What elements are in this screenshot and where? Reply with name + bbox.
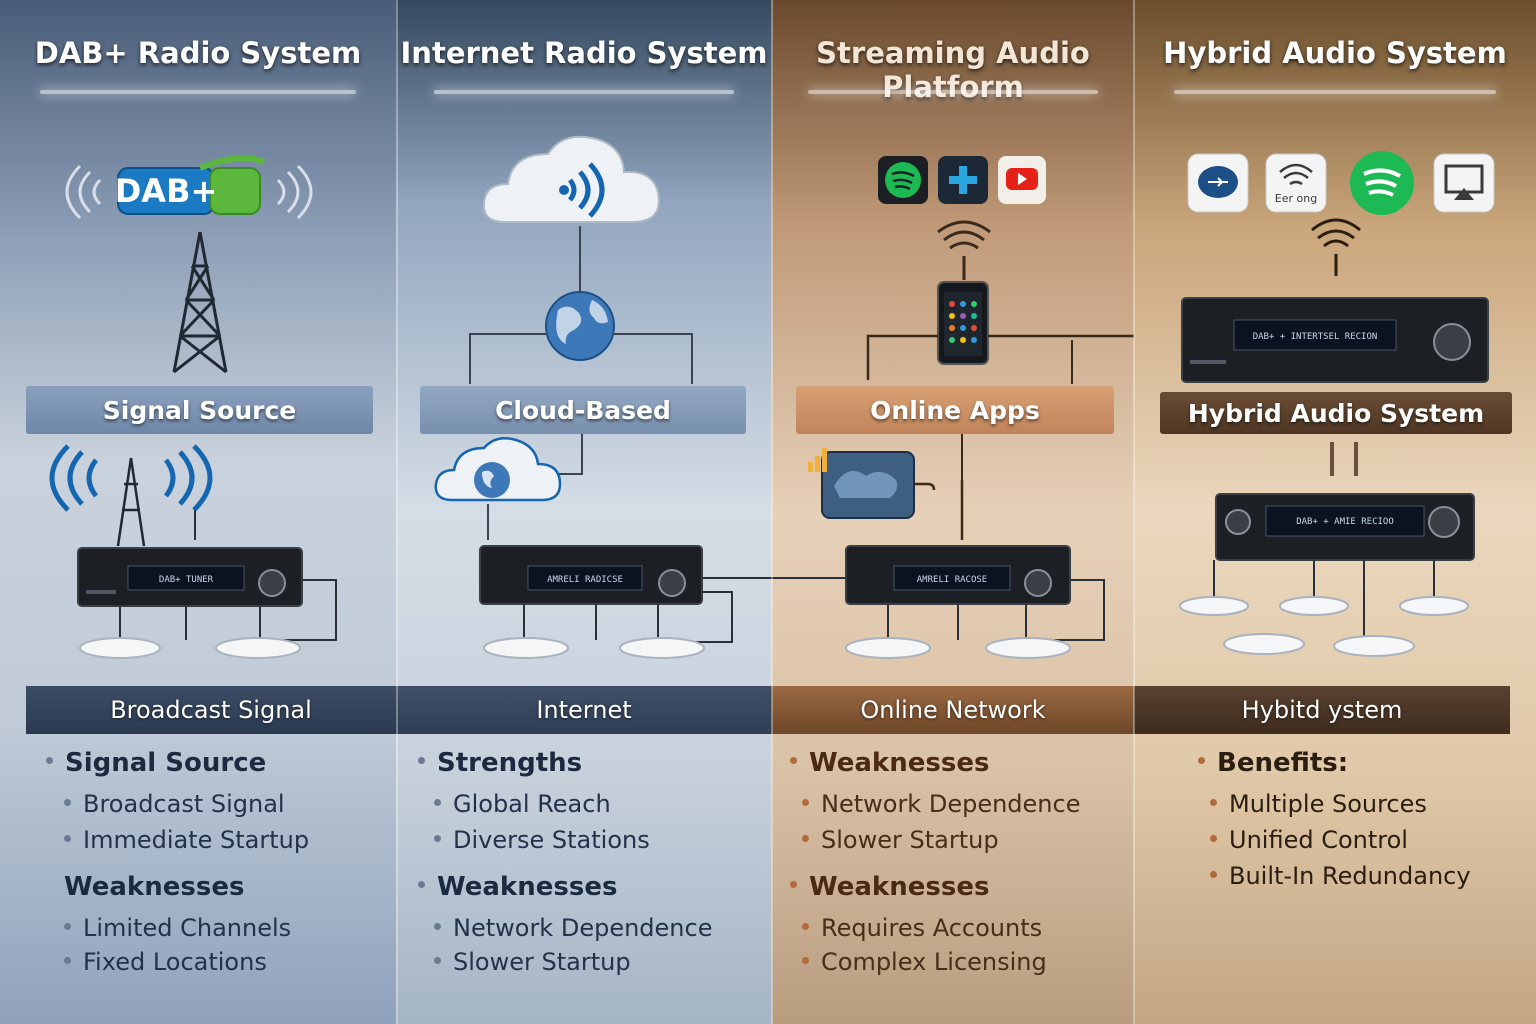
radio-display-text: AMRELI RADICSE — [547, 575, 623, 585]
list-item: Built-In Redundancy — [1210, 862, 1471, 890]
spotify-app-icon — [1350, 151, 1414, 215]
streaming-illustration: AMRELI RACOSE — [772, 156, 1134, 659]
broadcast-signal-band: Broadcast Signal — [26, 686, 396, 734]
list-heading: Benefits: — [1198, 748, 1348, 778]
column-divider — [396, 0, 398, 1024]
online-network-band: Online Network — [772, 686, 1134, 734]
list-item: Fixed Locations — [64, 948, 267, 976]
hybrid-illustration: Eer ong DAB+ + INTERTSEL RECION — [1179, 151, 1495, 657]
column-divider — [771, 0, 773, 1024]
list-item: Immediate Startup — [64, 826, 309, 854]
list-item: Slower Startup — [434, 948, 631, 976]
list-item: Complex Licensing — [802, 948, 1047, 976]
list-item: Limited Channels — [64, 914, 291, 942]
hybrid-display-text: DAB+ + INTERTSEL RECION — [1253, 332, 1378, 342]
airplay-icon — [1433, 153, 1495, 213]
column-hybrid-system: Hybrid Audio System Eer ong — [1134, 0, 1536, 1024]
list-item: Requires Accounts — [802, 914, 1042, 942]
youtube-app-icon — [998, 156, 1046, 204]
hybrid-receiver-icon — [1181, 297, 1489, 383]
wifi-icon — [937, 220, 991, 280]
list-item: Slower Startup — [802, 826, 999, 854]
radio-device-icon — [479, 545, 703, 605]
chat-app-icon — [1187, 153, 1249, 213]
column-title: Hybrid Audio System — [1163, 36, 1507, 70]
wifi-icon — [1311, 218, 1361, 276]
list-heading: Weaknesses — [64, 872, 245, 902]
list-item: Network Dependence — [434, 914, 712, 942]
list-heading: Weaknesses — [790, 748, 989, 778]
column-title: Internet Radio System — [400, 36, 768, 70]
column-title: DAB+ Radio System — [34, 36, 362, 70]
column-title: Streaming Audio Platform — [816, 36, 1090, 104]
title-underline — [433, 90, 735, 94]
dab-badge-label: DAB+ — [115, 172, 218, 210]
cloud-based-label: Cloud-Based — [420, 386, 746, 434]
speaker-icon — [483, 604, 705, 659]
list-item: Network Dependence — [802, 790, 1080, 818]
speaker-icon — [79, 579, 337, 659]
antenna-waves-icon — [49, 444, 213, 547]
spotify-app-icon — [878, 156, 928, 204]
phone-icon — [937, 281, 989, 365]
signal-source-label: Signal Source — [26, 386, 373, 434]
plus-app-icon — [938, 156, 988, 204]
wifi-app-label: Eer ong — [1275, 192, 1317, 205]
list-heading: Weaknesses — [790, 872, 989, 902]
column-streaming-platform: Streaming Audio Platform — [772, 0, 1134, 1024]
wifi-app-icon — [1265, 153, 1327, 213]
hybrid-system-band: Hybitd ystem — [1134, 686, 1510, 734]
hybrid-tuner-display-text: DAB+ + AMIE RECIOO — [1296, 517, 1394, 527]
list-heading: Weaknesses — [418, 872, 617, 902]
tuner-device-icon — [77, 547, 303, 607]
column-dab-radio: DAB+ Radio System DAB+ — [0, 0, 396, 1024]
streamer-display-text: AMRELI RACOSE — [917, 575, 987, 585]
online-apps-label: Online Apps — [796, 386, 1114, 434]
tuner-display-text: DAB+ TUNER — [159, 575, 214, 585]
cloud-globe-icon — [434, 437, 562, 502]
list-heading: Strengths — [418, 748, 582, 778]
cloud-wifi-icon — [482, 135, 660, 223]
list-item: Multiple Sources — [1210, 790, 1427, 818]
streamer-device-icon — [845, 545, 1071, 605]
broadcast-tower-icon — [172, 231, 228, 374]
globe-icon — [545, 291, 615, 361]
dab-illustration: DAB+ — [49, 155, 337, 659]
list-heading: Signal Source — [46, 748, 266, 778]
internet-band: Internet — [396, 686, 772, 734]
list-item: Diverse Stations — [434, 826, 650, 854]
dab-badge-icon — [65, 155, 313, 220]
hybrid-tuner-icon — [1215, 493, 1475, 561]
title-underline — [39, 90, 357, 94]
title-underline — [808, 90, 1098, 94]
speaker-icon — [1179, 560, 1469, 657]
internet-radio-illustration: AMRELI RADICSE — [434, 135, 772, 659]
column-divider — [1133, 0, 1135, 1024]
title-underline — [1174, 90, 1496, 94]
list-item: Broadcast Signal — [64, 790, 285, 818]
column-internet-radio: Internet Radio System AMRE — [396, 0, 772, 1024]
list-item: Unified Control — [1210, 826, 1408, 854]
speaker-icon — [845, 604, 1071, 659]
list-item: Global Reach — [434, 790, 611, 818]
hybrid-system-label: Hybrid Audio System — [1160, 392, 1512, 434]
cloud-app-icon — [808, 448, 936, 519]
